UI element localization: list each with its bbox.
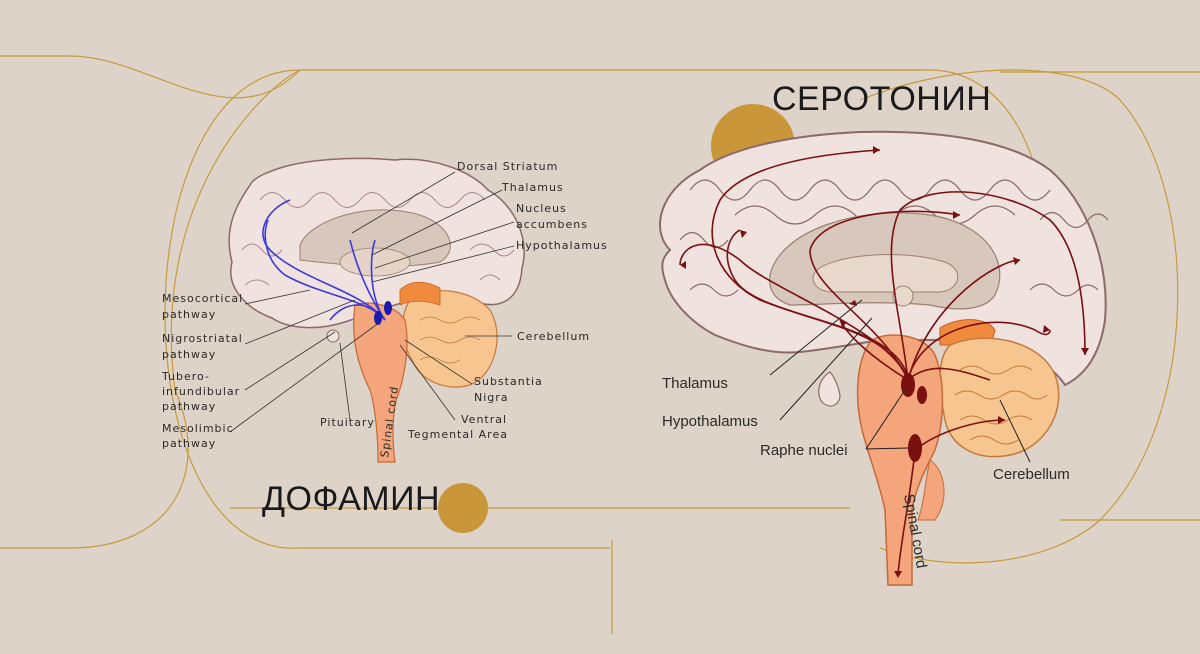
label-se-cerebellum: Cerebellum: [993, 466, 1070, 483]
label-mesocortical-2: pathway: [162, 308, 216, 321]
label-pituitary: Pituitary: [320, 416, 375, 429]
serotonin-labels: Thalamus Hypothalamus Raphe nuclei Cereb…: [662, 375, 1070, 483]
serotonin-leader-lines: [769, 299, 1031, 463]
label-se-thalamus: Thalamus: [662, 375, 728, 392]
dopamine-labels: Dorsal Striatum Thalamus Nucleus accumbe…: [161, 160, 608, 450]
label-ventral-tegmental-1: Ventral: [461, 413, 507, 426]
dopamine-brainstem: [353, 302, 408, 463]
dopamine-pathways: [262, 199, 386, 321]
label-tubero-2: infundibular: [162, 385, 240, 398]
serotonin-pathways: [679, 149, 1086, 576]
label-substantia-nigra-2: Nigra: [474, 391, 509, 404]
serotonin-title: СЕРОТОНИН: [772, 80, 991, 118]
label-tubero-3: pathway: [162, 400, 216, 413]
dopamine-title: ДОФАМИН: [262, 480, 440, 518]
label-mesocortical-1: Mesocortical: [162, 292, 243, 305]
label-nucleus-accumbens-2: accumbens: [516, 218, 588, 231]
label-nucleus-accumbens-1: Nucleus: [516, 202, 567, 215]
pituitary-gland: [326, 329, 340, 343]
dopamine-leader-lines: [229, 171, 515, 433]
label-nigrostriatal-2: pathway: [162, 348, 216, 361]
label-hypothalamus: Hypothalamus: [516, 239, 608, 252]
label-mesolimbic-2: pathway: [162, 437, 216, 450]
decorative-frame: [0, 55, 1200, 634]
serotonin-brain-illustration: Spinal cord: [659, 130, 1109, 586]
label-se-raphe-nuclei: Raphe nuclei: [760, 442, 848, 459]
label-substantia-nigra-1: Substantia: [474, 375, 543, 388]
label-nigrostriatal-1: Nigrostriatal: [162, 332, 243, 345]
label-tubero-1: Tubero-: [161, 370, 210, 383]
label-ventral-tegmental-2: Tegmental Area: [407, 428, 508, 441]
label-se-hypothalamus: Hypothalamus: [662, 413, 758, 430]
label-thalamus: Thalamus: [501, 181, 564, 194]
label-dorsal-striatum: Dorsal Striatum: [457, 160, 558, 173]
dopamine-brain-illustration: Spinal cord: [228, 157, 525, 463]
label-mesolimbic-1: Mesolimbic: [162, 422, 234, 435]
label-cerebellum: Cerebellum: [517, 330, 590, 343]
dopamine-cerebellum: [402, 290, 498, 388]
accent-dot-bottom: [438, 483, 488, 533]
